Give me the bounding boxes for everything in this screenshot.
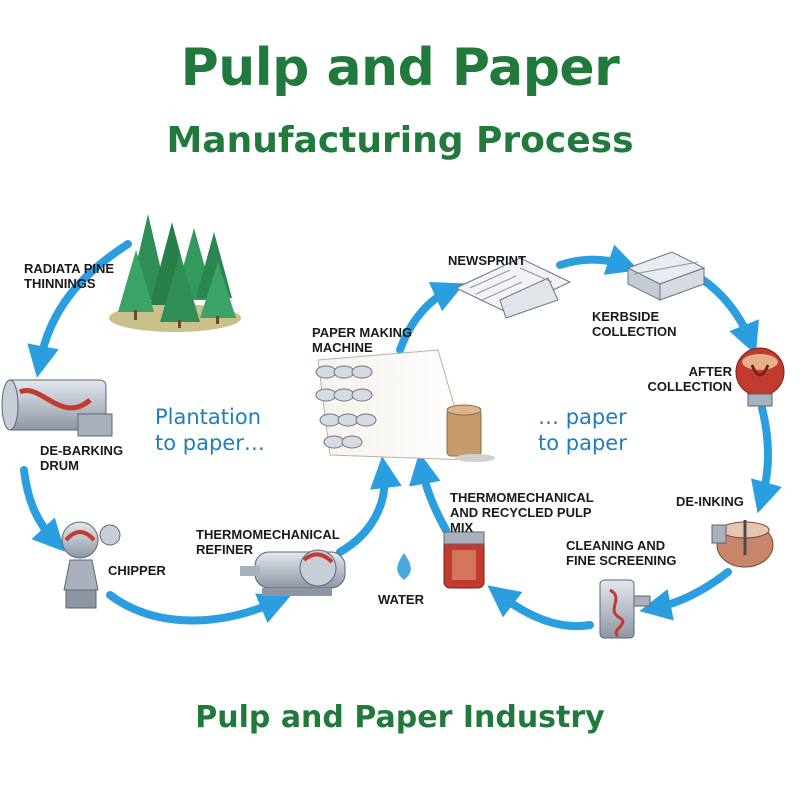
after-collection-icon bbox=[735, 347, 785, 407]
arrow-mix-to-machine bbox=[409, 452, 450, 534]
label-deinking: DE-INKING bbox=[676, 494, 744, 509]
label-refiner: THERMOMECHANICAL REFINER bbox=[196, 527, 340, 557]
arrow-cleaning-to-mix bbox=[487, 585, 594, 631]
arrow-deinking-to-cleaning bbox=[639, 568, 732, 621]
pine-trees-icon bbox=[109, 214, 241, 332]
label-chipper: CHIPPER bbox=[108, 563, 166, 578]
label-paper-machine: PAPER MAKING MACHINE bbox=[312, 325, 413, 355]
label-cleaning-screening: CLEANING AND FINE SCREENING bbox=[566, 538, 677, 568]
label-debarking-drum: DE-BARKING DRUM bbox=[40, 443, 124, 473]
arrow-refiner-to-machine bbox=[336, 456, 402, 556]
refiner-icon bbox=[240, 549, 346, 596]
arrow-pine-to-drum bbox=[27, 240, 132, 378]
arrow-newsprint-to-kerbside bbox=[556, 244, 640, 275]
loop-label-plantation: Plantation to paper… bbox=[155, 405, 265, 455]
label-radiata-pine: RADIATA PINE THINNINGS bbox=[24, 261, 115, 291]
label-kerbside-collection: KERBSIDE COLLECTION bbox=[592, 309, 677, 339]
cleaning-screening-icon bbox=[599, 579, 651, 639]
page-subtitle: Manufacturing Process bbox=[166, 120, 634, 161]
debarking-drum-icon bbox=[1, 379, 113, 437]
water-drop-icon bbox=[397, 553, 411, 580]
pulp-mix-icon bbox=[443, 531, 485, 589]
arrow-drum-to-chipper bbox=[20, 466, 65, 552]
chipper-icon bbox=[61, 521, 121, 609]
arrow-chipper-to-refiner bbox=[106, 591, 291, 625]
footer-title: Pulp and Paper Industry bbox=[195, 700, 605, 735]
label-after-collection: AFTER COLLECTION bbox=[647, 364, 733, 394]
kerbside-collection-icon bbox=[626, 251, 706, 301]
loop-label-paper-to-paper: … paper to paper bbox=[538, 405, 627, 455]
deinking-icon bbox=[711, 520, 774, 568]
paper-machine-icon bbox=[315, 349, 495, 462]
page-title: Pulp and Paper bbox=[180, 38, 620, 98]
label-water: WATER bbox=[378, 592, 424, 607]
arrow-after-to-deinking bbox=[751, 404, 782, 514]
label-pulp-mix: THERMOMECHANICAL AND RECYCLED PULP MIX bbox=[450, 490, 594, 535]
label-newsprint: NEWSPRINT bbox=[448, 253, 526, 268]
newsprint-icon bbox=[454, 257, 572, 319]
arrow-machine-to-newsprint bbox=[396, 282, 465, 354]
arrow-kerbside-to-after bbox=[696, 274, 759, 355]
